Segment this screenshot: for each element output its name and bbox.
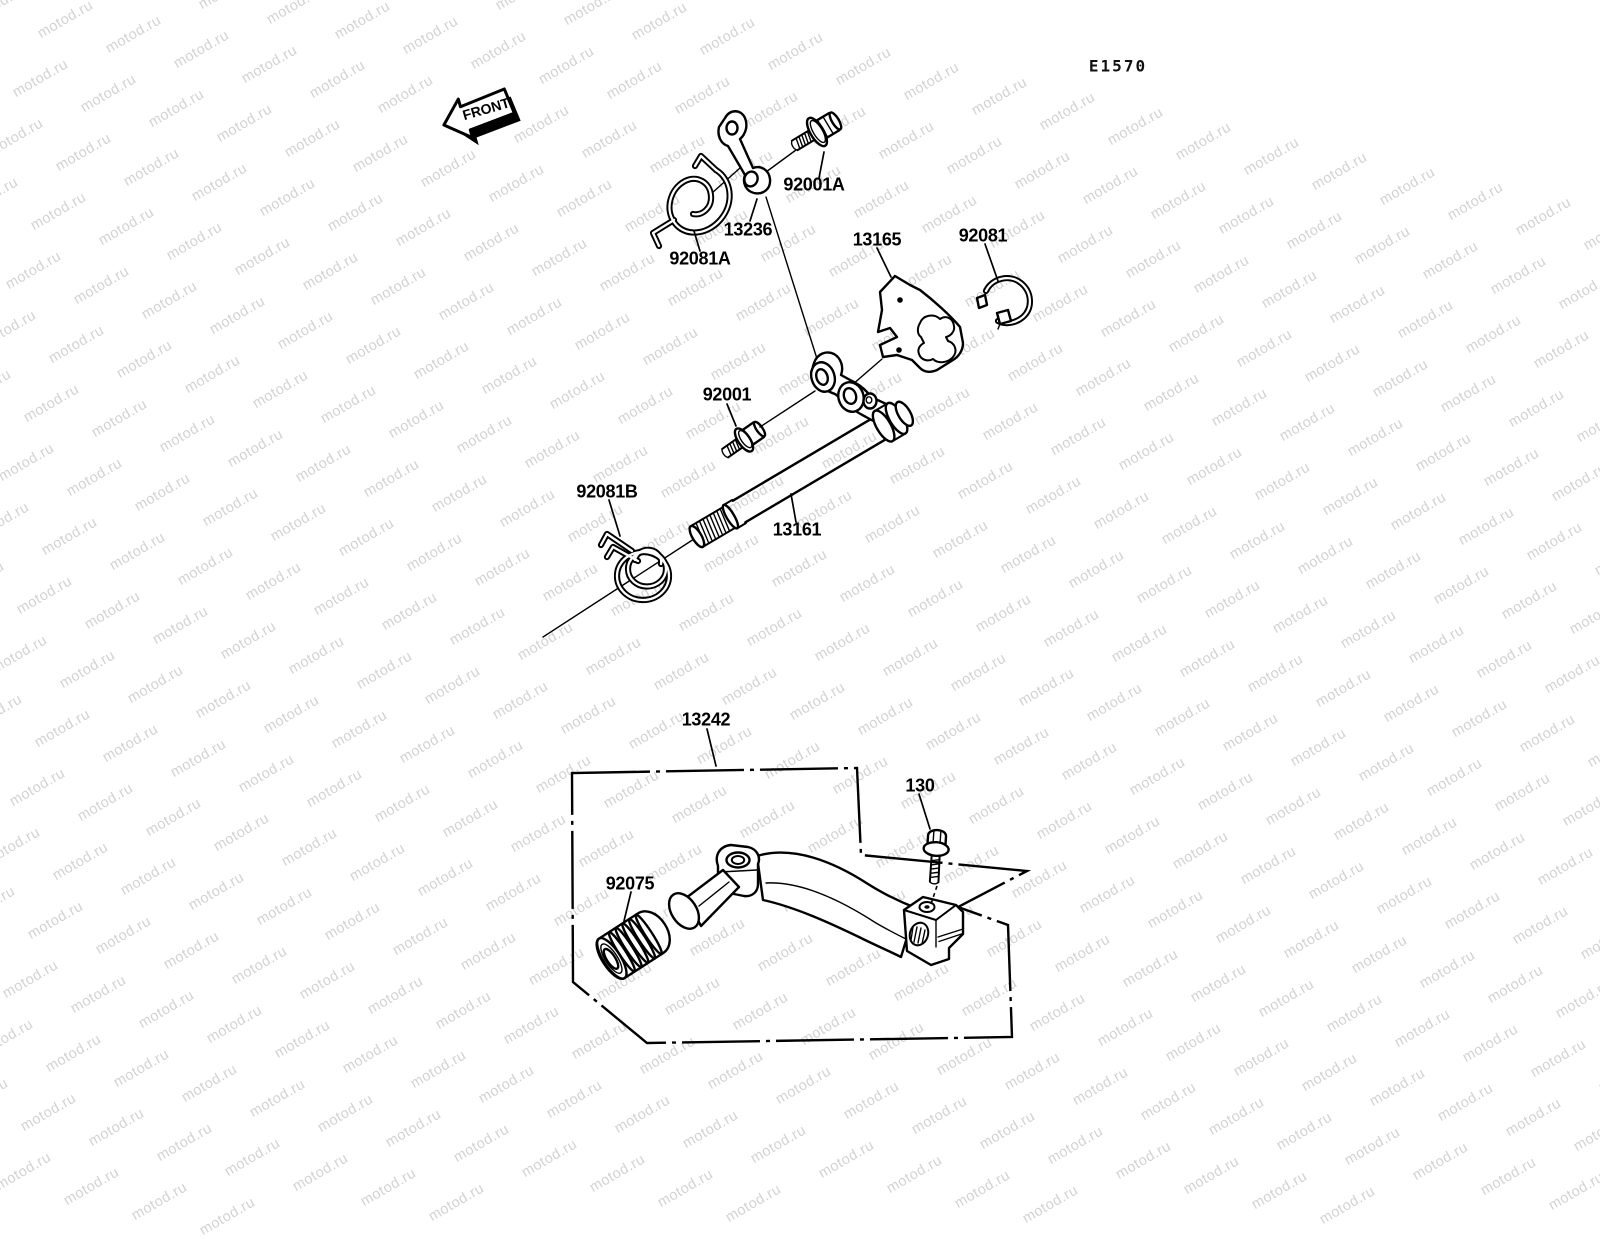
leader-13242 [707,729,716,766]
parts-diagram-page: { "page": { "background_color": "#ffffff… [0,0,1600,1200]
front-arrow: FRONT [438,84,524,153]
part-label-92001: 92001 [703,385,752,406]
part-label-92075: 92075 [606,874,655,895]
spring-clip-92081 [977,244,1030,329]
watermark-text: motod.ru [197,1194,258,1238]
leader-13165 [877,248,891,277]
leader-92075 [624,892,631,921]
part-label-130: 130 [905,776,934,797]
part-label-13165: 13165 [853,230,902,251]
part-label-13161: 13161 [773,520,822,541]
leader-92081 [985,244,998,281]
assembly-line-plate-to-arm [852,359,882,385]
part-label-92081a: 92081A [669,249,730,270]
leader-92001 [727,404,736,426]
bolt-92001 [716,416,770,465]
pedal-clamp [904,897,963,965]
assembly-line-bolt-to-lever [766,150,796,172]
leader-13236 [750,199,757,221]
page-code: E1570 [1089,57,1147,76]
part-label-92001a: 92001A [783,175,844,196]
gear-pedal [663,845,963,965]
part-label-13242: 13242 [682,710,731,731]
shift-mechanism-plate-13165 [852,248,963,385]
leader-130 [919,794,930,829]
pedal-arm [757,853,916,957]
leader-13161 [791,494,796,522]
assembly-line-bolt-to-arm [760,391,815,427]
leader-92081b [609,500,620,536]
return-spring-92081b [601,534,669,600]
torsion-spring-92081a [653,156,730,246]
part-label-13236: 13236 [724,220,773,241]
bolt-130 [921,829,950,884]
part-label-92081: 92081 [959,226,1008,247]
part-label-92081b: 92081B [576,482,637,503]
assembly-line-lever-to-arm [766,197,818,362]
rubber-92075 [591,904,677,983]
